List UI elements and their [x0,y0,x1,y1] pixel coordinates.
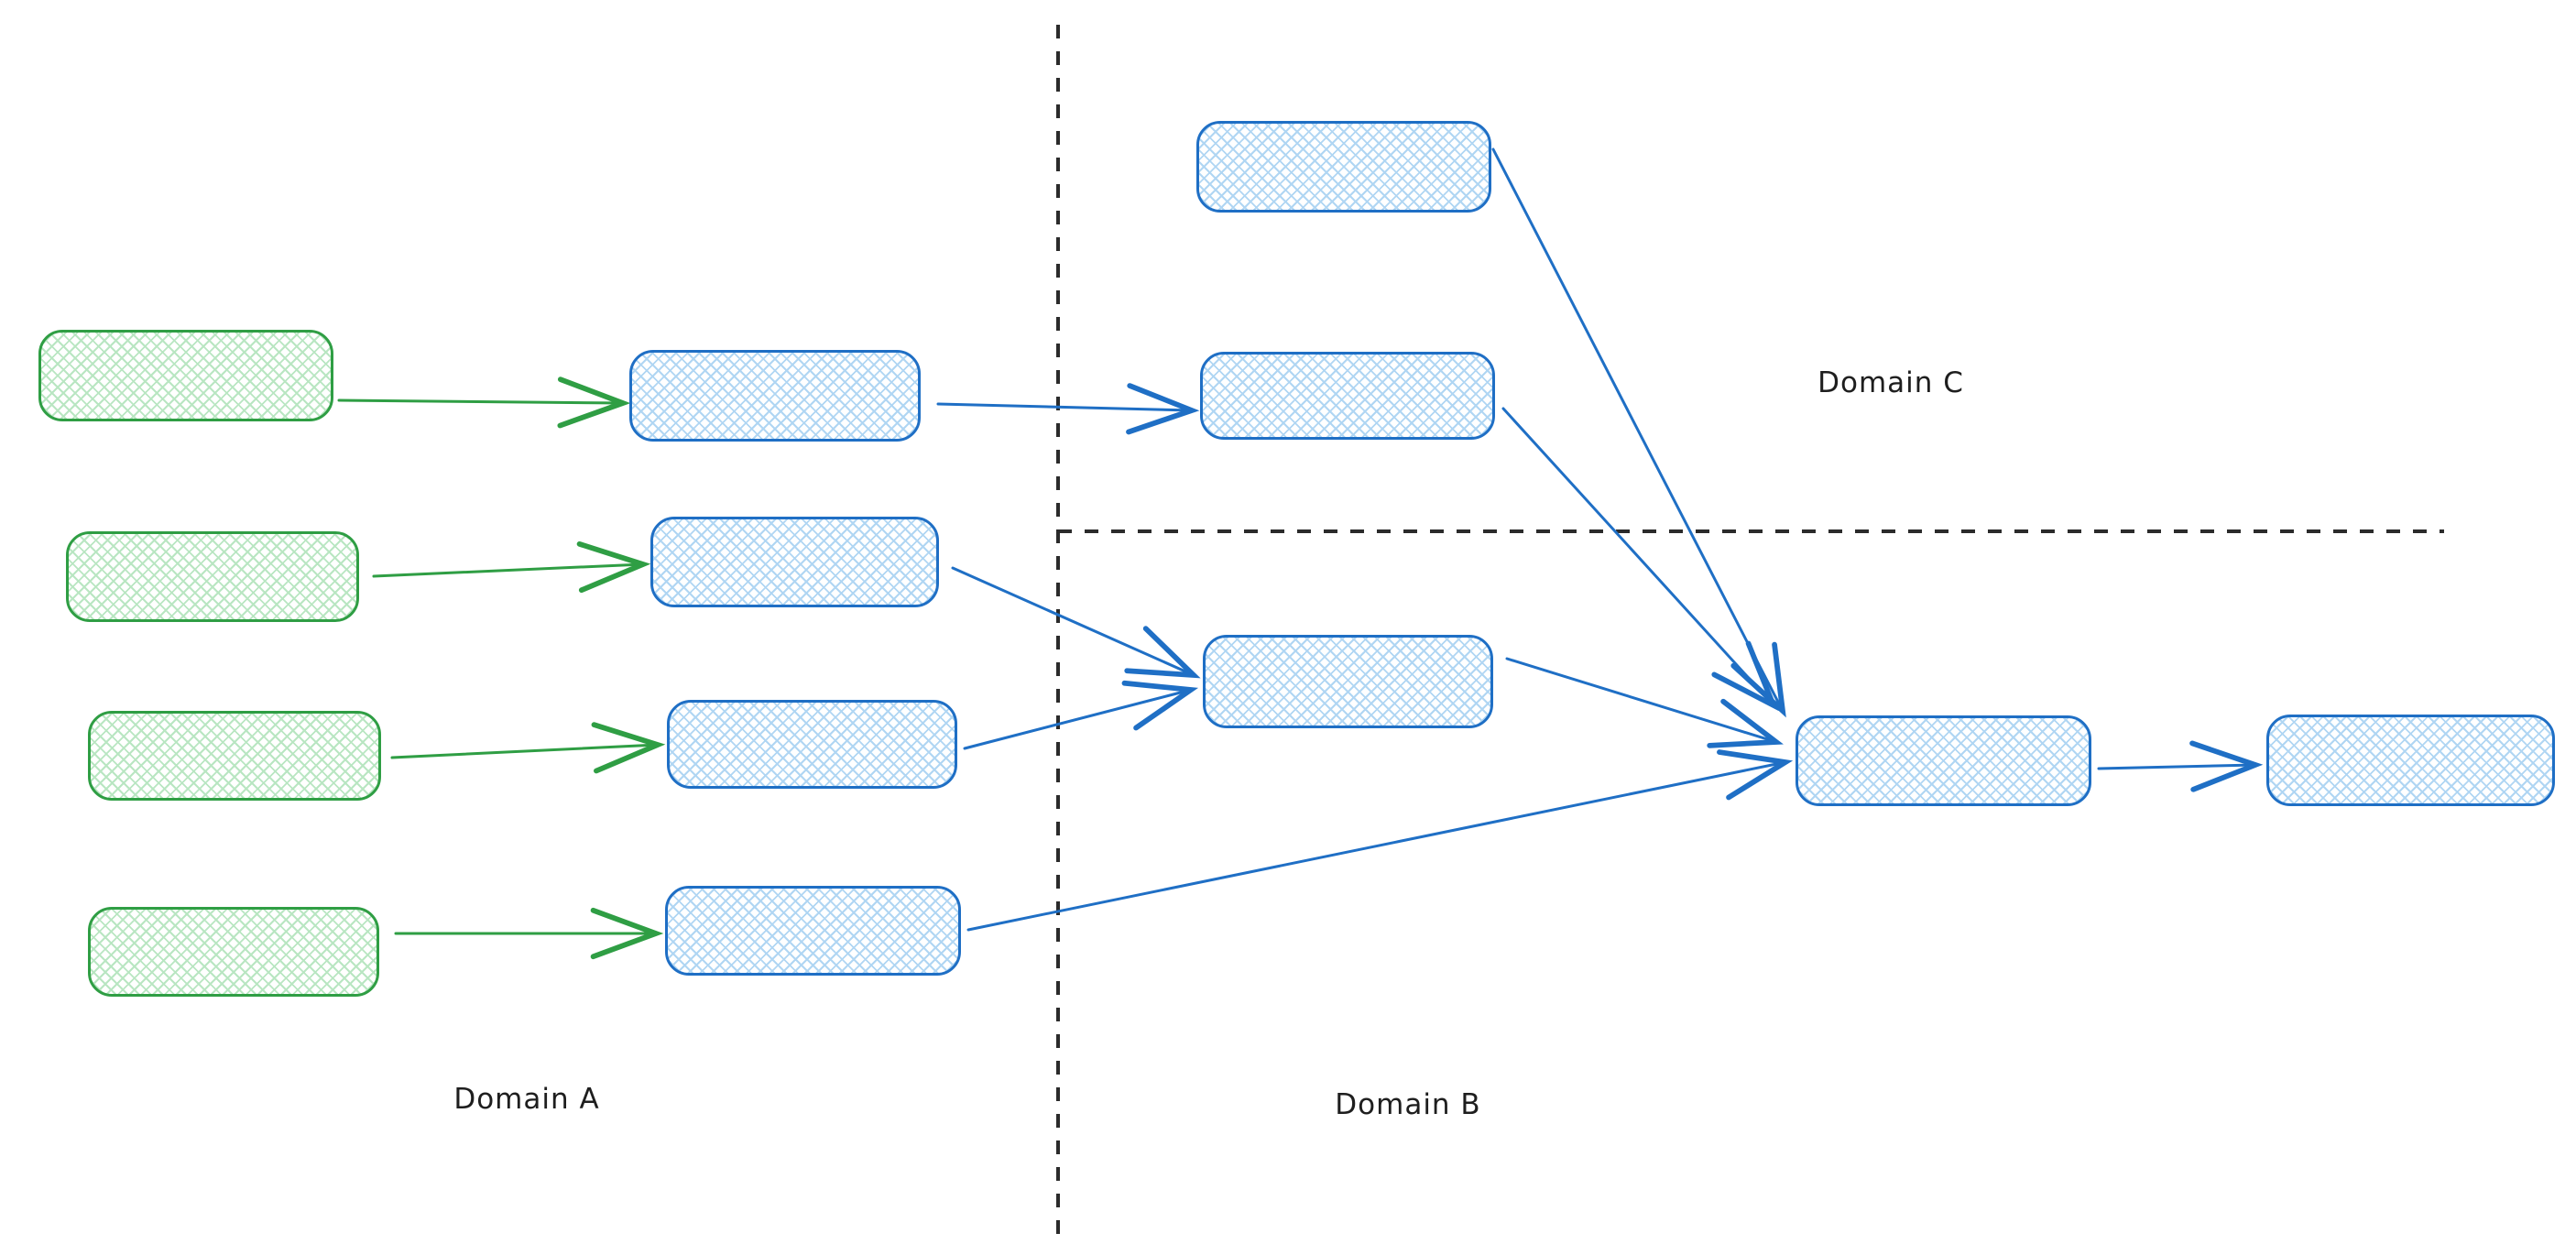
node-green-3[interactable] [88,711,381,801]
node-green-2[interactable] [66,531,359,622]
arrow-blue-a2-to-blue-b3[interactable] [951,566,1201,679]
label-domain-b[interactable]: Domain B [1335,1088,1481,1121]
arrow-blue-b1-to-blue-hub[interactable] [1491,147,1786,718]
node-green-1[interactable] [38,330,333,421]
label-domain-a[interactable]: Domain A [453,1083,600,1116]
node-blue-a4[interactable] [665,886,961,976]
node-blue-b3[interactable] [1203,635,1493,728]
node-green-4[interactable] [88,907,379,997]
arrow-blue-a3-to-blue-b3[interactable] [963,680,1199,750]
node-blue-hub[interactable] [1796,715,2091,806]
arrow-blue-a4-to-blue-hub[interactable] [966,749,1794,932]
node-blue-b1[interactable] [1196,121,1491,213]
arrow-blue-b3-to-blue-hub[interactable] [1505,657,1784,748]
arrow-green-1-to-blue-a1[interactable] [337,376,631,429]
arrow-green-3-to-blue-a3[interactable] [390,722,666,774]
arrow-blue-a1-to-blue-b2[interactable] [936,383,1200,435]
node-blue-a3[interactable] [667,700,957,789]
arrow-blue-b2-to-blue-hub[interactable] [1501,407,1779,712]
label-domain-c[interactable]: Domain C [1817,366,1964,399]
node-blue-a2[interactable] [650,517,939,607]
arrow-blue-hub-to-blue-out[interactable] [2097,740,2264,792]
node-blue-b2[interactable] [1200,352,1495,440]
arrow-green-2-to-blue-a2[interactable] [372,540,651,594]
node-blue-a1[interactable] [629,350,921,442]
node-blue-out[interactable] [2266,715,2555,806]
